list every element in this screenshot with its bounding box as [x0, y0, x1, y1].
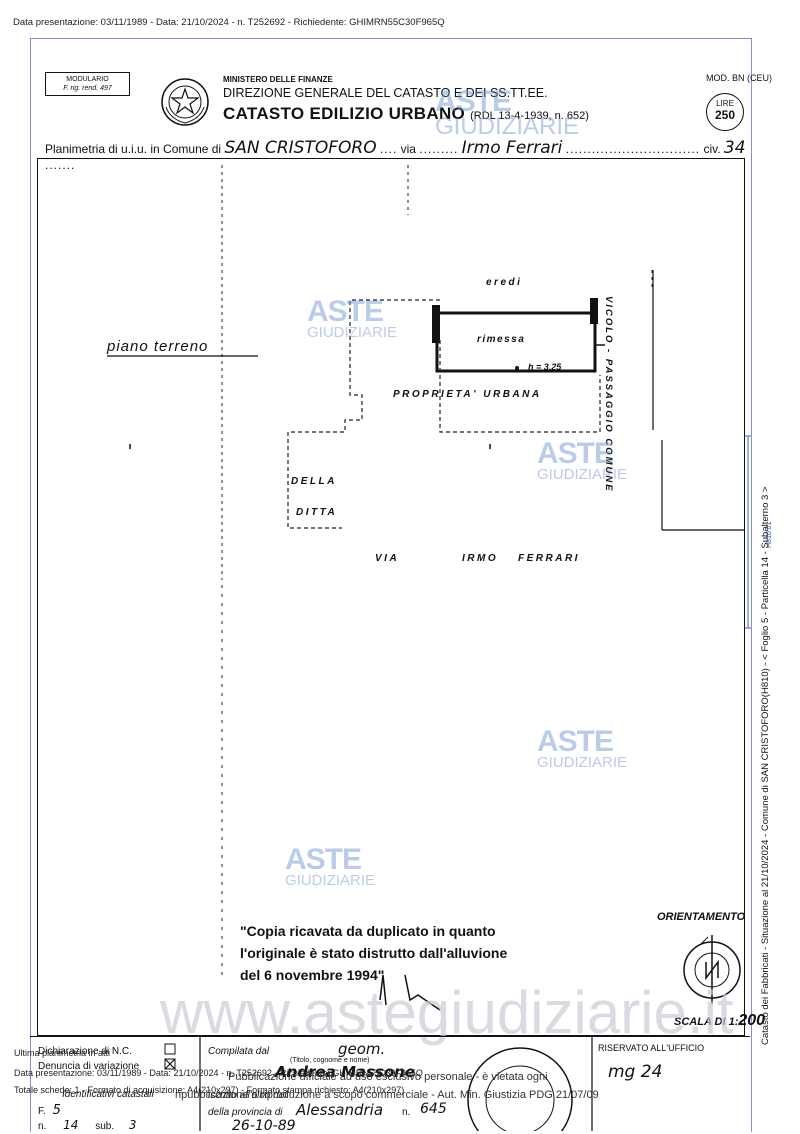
modulario-box: MODULARIO F. rig. rend. 497 — [45, 72, 130, 96]
num-label: n. — [38, 1121, 47, 1132]
drawing-area — [37, 158, 745, 1036]
via-value: Irmo Ferrari — [461, 138, 563, 158]
identificativi-label: Identificativi catastali — [62, 1089, 154, 1100]
emblem-icon — [161, 78, 209, 126]
watermark-giudiziarie-2: GIUDIZIARIE — [307, 324, 398, 341]
watermark-aste-3: ASTE — [537, 437, 614, 470]
via-ferrari-label: FERRARI — [518, 553, 580, 564]
publication-note-1: Pubblicazione ufficiale ad uso esclusivo… — [228, 1071, 548, 1083]
floor-label: piano terreno — [107, 338, 209, 355]
bottom-form — [30, 1036, 750, 1132]
stamp-lire: LIRE 250 — [706, 93, 744, 131]
ministry-name: MINISTERO DELLE FINANZE — [223, 75, 333, 84]
watermark-mid-right: ASTE GIUDIZIARIE — [537, 437, 628, 483]
direction-name: DIREZIONE GENERALE DEL CATASTO E DEI SS.… — [223, 86, 548, 100]
overlay-ultima: Ultima planimetria in atti — [14, 1048, 111, 1058]
orientamento-label: ORIENTAMENTO — [657, 911, 746, 923]
watermark-giudiziarie-5: GIUDIZIARIE — [285, 872, 376, 889]
copy-note-line2: l'originale è stato distrutto dall'alluv… — [240, 945, 508, 961]
watermark-giudiziarie-4: GIUDIZIARIE — [537, 754, 628, 771]
titolo-hint: (Titolo, cognome e nome) — [290, 1057, 370, 1064]
copy-note-line3: del 6 novembre 1994" — [240, 967, 385, 983]
watermark-aste-2: ASTE — [307, 295, 384, 328]
proprieta-label: PROPRIETA' URBANA — [393, 389, 542, 400]
overlay-line-b: Totale schede: 1 - Formato di acquisizio… — [14, 1085, 405, 1095]
page-frame — [30, 38, 752, 1132]
via-label: via — [400, 142, 416, 156]
copy-note-line1: "Copia ricavata da duplicato in quanto — [240, 923, 496, 939]
denuncia-label: Denuncia di variazione — [38, 1061, 140, 1072]
sub-label: sub. — [95, 1121, 115, 1132]
mod-code: MOD. BN (CEU) — [706, 73, 772, 83]
overlay-line-a: Data presentazione: 03/11/1989 - Data: 2… — [14, 1068, 423, 1078]
della-label: DELLA — [291, 476, 337, 487]
provincia-label: della provincia di — [208, 1107, 283, 1118]
foglio-label: F. 5 — [38, 1103, 61, 1118]
num-value: 14 — [63, 1118, 79, 1132]
prov-n-label: n. — [402, 1107, 411, 1118]
civ-label: civ. — [703, 142, 721, 156]
plan-prefix: Planimetria di u.i.u. in Comune di — [45, 142, 222, 156]
watermark-giudiziarie: GIUDIZIARIE — [435, 113, 580, 140]
compiler-name: Andrea Massone — [275, 1063, 416, 1081]
particella-line: n. 14 sub. 3 — [38, 1118, 137, 1132]
sidebar-small: H810 01 — [766, 521, 773, 548]
provincia-value: Alessandria — [296, 1101, 384, 1119]
plan-line: Planimetria di u.i.u. in Comune di SAN C… — [45, 138, 746, 172]
site-watermark: www.astegiudiziarie.it — [160, 979, 734, 1046]
lire-value: 250 — [714, 108, 736, 122]
watermark-aste-5: ASTE — [285, 843, 362, 876]
civ-value: 34 — [723, 138, 746, 158]
eredi-label: eredi — [486, 277, 523, 288]
via-irmo-label: IRMO — [462, 553, 499, 564]
catasto-title: CATASTO EDILIZIO URBANO (RDL 13-4-1939, … — [223, 104, 589, 124]
copy-note: "Copia ricavata da duplicato in quanto l… — [240, 920, 507, 986]
publication-note-2: ripubblicazione o riproduzione a scopo c… — [175, 1089, 599, 1101]
watermark-giudiziarie-3: GIUDIZIARIE — [537, 466, 628, 483]
sidebar-text: Catasto dei Fabbricati - Situazione al 2… — [760, 486, 771, 1045]
dichiarazione-label: Dichiarazione di N.C. — [38, 1046, 132, 1057]
comune-value: SAN CRISTOFORO — [224, 138, 377, 158]
header-line: Data presentazione: 03/11/1989 - Data: 2… — [13, 17, 445, 28]
via-drawing-label: VIA — [375, 553, 400, 564]
prov-n-value: 645 — [420, 1101, 447, 1117]
foglio-prefix: F. — [38, 1106, 46, 1117]
watermark-lower-right: ASTE GIUDIZIARIE — [537, 725, 628, 771]
geom-value: geom. — [338, 1040, 386, 1058]
watermark-lower-left: ASTE GIUDIZIARIE — [285, 843, 376, 889]
watermark-mid-left: ASTE GIUDIZIARIE — [307, 295, 398, 341]
sub-value: 3 — [128, 1118, 137, 1132]
iscritto-label: iscritto all'albo dei — [208, 1090, 287, 1101]
watermark-aste-4: ASTE — [537, 725, 614, 758]
height-label: h = 3,25 — [528, 362, 562, 372]
riservato-label: RISERVATO ALL'UFFICIO — [598, 1043, 705, 1053]
foglio-value: 5 — [52, 1103, 61, 1118]
rimessa-label: rimessa — [477, 334, 526, 345]
modulario-sub: F. rig. rend. 497 — [63, 85, 112, 92]
catasto-name: CATASTO EDILIZIO URBANO — [223, 104, 466, 123]
ditta-label: DITTA — [296, 507, 338, 518]
rdl-ref: (RDL 13-4-1939, n. 652) — [470, 110, 589, 122]
scale-label: SCALA DI 1:200 — [674, 1012, 765, 1030]
lire-label: LIRE — [716, 99, 734, 108]
date-value: 26-10-89 — [232, 1118, 296, 1134]
watermark-top: ASTE GIUDIZIARIE — [435, 85, 580, 140]
scale-prefix: SCALA DI 1: — [674, 1016, 739, 1028]
compilata-label: Compilata dal — [208, 1046, 270, 1057]
modulario-label: MODULARIO — [66, 76, 109, 83]
scale-value: 200 — [738, 1012, 766, 1029]
watermark-aste: ASTE — [435, 85, 512, 118]
office-note: mg 24 — [608, 1062, 663, 1082]
